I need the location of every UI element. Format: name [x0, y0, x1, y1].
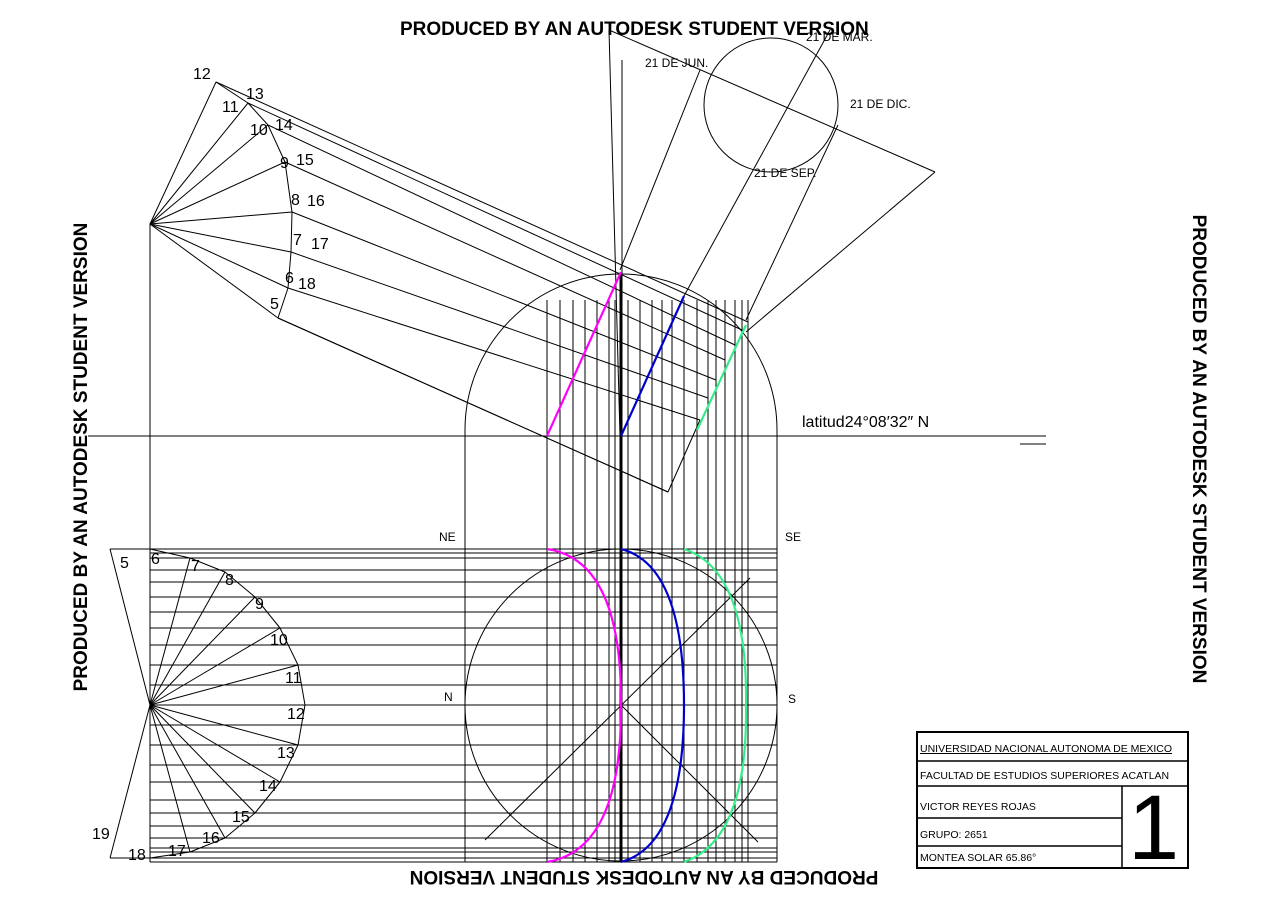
hour-label: 5 — [270, 296, 279, 313]
construction-lines — [88, 29, 1046, 863]
hour-label: 12 — [193, 66, 211, 83]
hour-projection-lines — [109, 81, 777, 862]
title-block-frame — [916, 731, 1189, 869]
hour-label: 17 — [311, 236, 329, 253]
title-author: VICTOR REYES ROJAS — [920, 801, 1036, 813]
magenta-path-lower — [546, 547, 623, 864]
title-group: GRUPO: 2651 — [920, 829, 988, 841]
hour-label: 9 — [255, 596, 264, 613]
date-label-december: 21 DE DIC. — [850, 97, 911, 111]
hour-label: 17 — [168, 843, 186, 860]
hour-label: 9 — [280, 155, 289, 172]
hour-label: 7 — [191, 558, 200, 575]
watermark-right: PRODUCED BY AN AUTODESK STUDENT VERSION — [1188, 214, 1209, 684]
title-university: UNIVERSIDAD NACIONAL AUTONOMA DE MEXICO — [920, 743, 1173, 755]
hour-label: 8 — [291, 192, 300, 209]
hour-label: 6 — [285, 270, 294, 287]
hour-label: 14 — [259, 778, 277, 795]
blue-path-lower — [620, 547, 686, 864]
sheet-number: 1 — [1128, 777, 1180, 879]
hour-label: 16 — [202, 830, 220, 847]
hour-label: 15 — [232, 809, 250, 826]
hour-label: 12 — [287, 706, 305, 723]
green-path-upper — [696, 324, 747, 431]
hour-label: 10 — [250, 122, 268, 139]
green-path-lower — [683, 547, 748, 864]
watermark-bottom: PRODUCED BY AN AUTODESK STUDENT VERSION — [409, 866, 879, 887]
hour-label: 10 — [270, 632, 288, 649]
direction-ne: NE — [439, 530, 456, 544]
title-subject: MONTEA SOLAR 65.86° — [920, 852, 1037, 864]
hour-label: 18 — [128, 847, 146, 864]
solar-path-curves — [545, 271, 748, 864]
hour-label: 11 — [222, 99, 239, 116]
hour-label: 6 — [151, 551, 160, 568]
hour-label: 14 — [275, 117, 293, 134]
hour-label: 15 — [296, 152, 314, 169]
hour-label: 19 — [92, 826, 110, 843]
hour-label: 7 — [293, 232, 302, 249]
title-faculty: FACULTAD DE ESTUDIOS SUPERIORES ACATLAN — [920, 770, 1170, 782]
hour-label: 18 — [298, 276, 316, 293]
direction-s: S — [788, 692, 797, 706]
watermark-left: PRODUCED BY AN AUTODESK STUDENT VERSION — [71, 222, 92, 692]
direction-se: SE — [785, 530, 802, 544]
date-label-june: 21 DE JUN. — [645, 56, 709, 70]
watermark-top: PRODUCED BY AN AUTODESK STUDENT VERSION — [400, 19, 869, 40]
blue-path-upper — [619, 295, 686, 437]
latitude-label: latitud24°08′32″ N — [802, 414, 930, 431]
hour-label: 11 — [285, 670, 302, 687]
hour-label: 16 — [307, 193, 325, 210]
hour-label: 8 — [225, 572, 234, 589]
hour-label: 13 — [277, 745, 295, 762]
date-label-march: 21 DE MAR. — [806, 30, 873, 44]
hour-label: 5 — [120, 555, 129, 572]
hour-label: 13 — [246, 86, 264, 103]
magenta-path-upper — [545, 271, 623, 437]
date-label-september: 21 DE SEP. — [754, 166, 817, 180]
direction-n: N — [444, 690, 453, 704]
